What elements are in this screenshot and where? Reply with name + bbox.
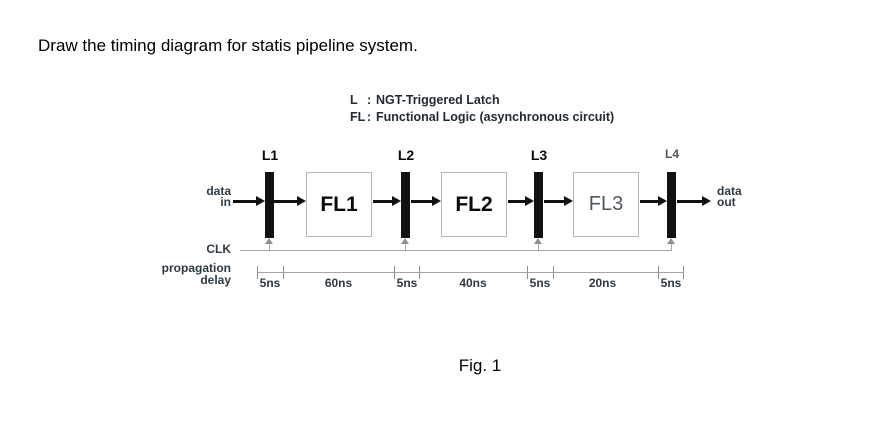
delay-tick	[527, 266, 528, 279]
legend-item: L: NGT-Triggered Latch	[350, 92, 614, 109]
clock-input-icon	[401, 238, 409, 244]
figure-caption: Fig. 1	[458, 356, 502, 375]
signal-arrow-icon	[274, 196, 306, 206]
delay-tick	[553, 266, 554, 279]
fl-block-fl3: FL3	[573, 172, 639, 237]
fl-block-fl1: FL1	[306, 172, 372, 237]
legend-text: NGT-Triggered Latch	[376, 93, 500, 107]
legend-text: Functional Logic (asynchronous circuit)	[376, 110, 615, 124]
delay-value: 40ns	[459, 276, 487, 290]
delay-value: 5ns	[396, 276, 418, 290]
signal-arrow-icon	[640, 196, 667, 206]
latch-label-l1: L1	[261, 147, 279, 163]
delay-tick	[683, 266, 684, 279]
legend: L: NGT-Triggered Latch FL: Functional Logi…	[350, 92, 614, 126]
legend-abbr: L	[350, 93, 358, 107]
latch-bar-l2	[401, 172, 410, 238]
signal-arrow-icon	[233, 196, 265, 206]
clock-input-icon	[667, 238, 675, 244]
delay-value: 60ns	[324, 276, 353, 290]
legend-abbr: FL	[350, 110, 366, 124]
data-in-label: data in	[206, 184, 231, 209]
data-out-label: data out	[717, 184, 742, 209]
clock-input-icon	[265, 238, 273, 244]
delay-axis	[257, 272, 683, 273]
delay-value: 5ns	[529, 276, 551, 290]
delay-tick	[419, 266, 420, 279]
delay-tick	[283, 266, 284, 279]
signal-arrow-icon	[411, 196, 441, 206]
delay-tick	[394, 266, 395, 279]
propagation-delay-label: propagation delay	[161, 261, 231, 287]
clk-stub	[269, 244, 270, 250]
signal-arrow-icon	[544, 196, 573, 206]
latch-label-l3: L3	[530, 147, 548, 163]
clk-stub	[405, 244, 406, 250]
clk-stub	[538, 244, 539, 250]
signal-arrow-icon	[677, 196, 711, 206]
page-title: Draw the timing diagram for statis pipel…	[38, 36, 418, 55]
delay-tick	[658, 266, 659, 279]
delay-value: 5ns	[660, 276, 682, 290]
latch-bar-l4	[667, 172, 676, 238]
legend-separator: :	[367, 93, 372, 107]
legend-item: FL: Functional Logic (asynchronous circui…	[350, 109, 614, 126]
delay-value: 20ns	[588, 276, 617, 290]
fl-block-fl2: FL2	[441, 172, 507, 237]
signal-arrow-icon	[373, 196, 401, 206]
latch-bar-l1	[265, 172, 274, 238]
delay-tick	[257, 266, 258, 279]
clk-line	[240, 250, 672, 251]
clk-label: CLK	[206, 242, 231, 256]
latch-bar-l3	[534, 172, 543, 238]
clk-stub	[671, 244, 672, 250]
latch-label-l4: L4	[664, 147, 679, 161]
latch-label-l2: L2	[397, 147, 415, 163]
delay-value: 5ns	[259, 276, 281, 290]
signal-arrow-icon	[508, 196, 534, 206]
legend-separator: :	[367, 110, 372, 124]
clock-input-icon	[534, 238, 542, 244]
